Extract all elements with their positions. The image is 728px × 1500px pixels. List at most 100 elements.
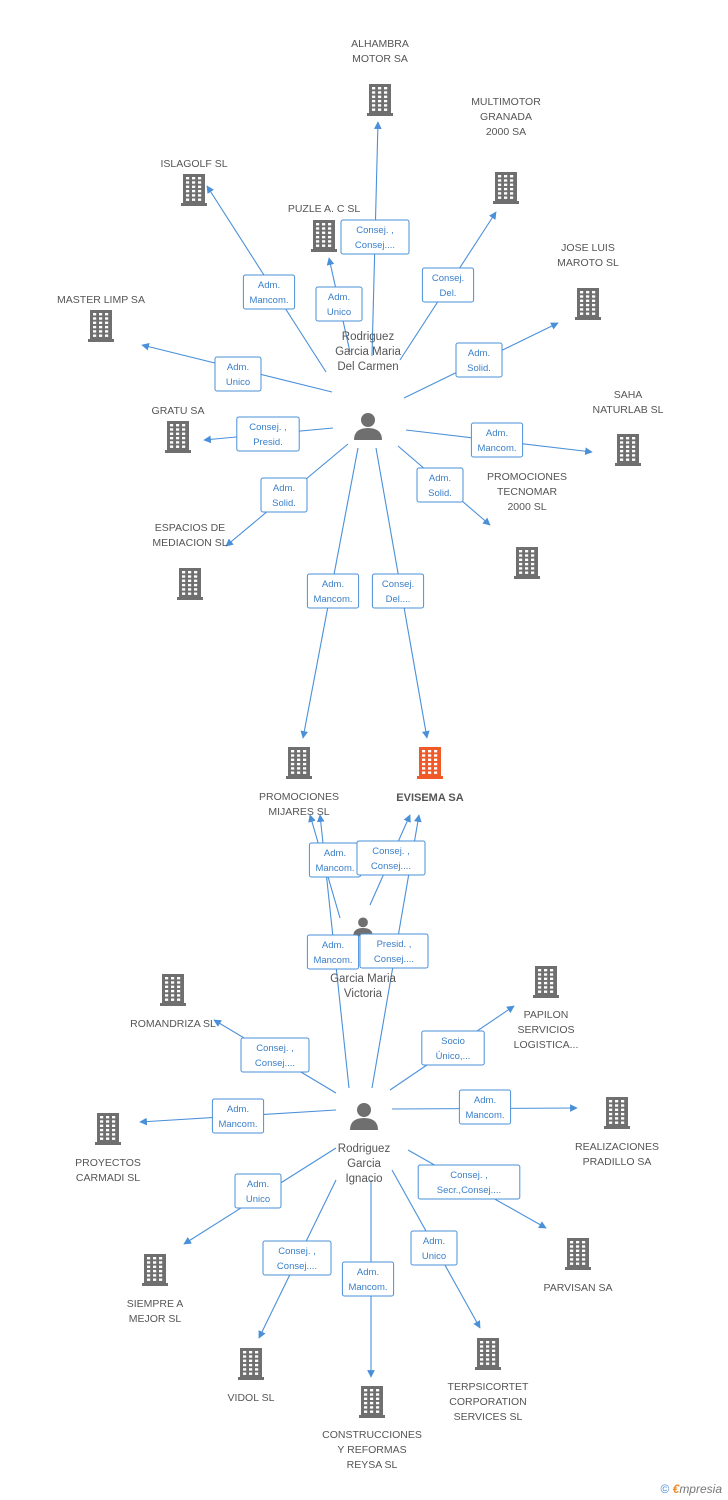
node-label-line: MOTOR SA xyxy=(352,53,408,65)
company-node-vidol[interactable]: VIDOL SL xyxy=(228,1348,275,1404)
relation-label-line: Consej.... xyxy=(374,954,414,965)
relation-label-line: Adm. xyxy=(429,473,451,484)
relation-label[interactable]: SocioÚnico,... xyxy=(421,1030,485,1066)
relation-label-line: Mancom. xyxy=(348,1282,387,1293)
building-icon xyxy=(417,747,443,779)
relation-label[interactable]: Adm.Mancom. xyxy=(306,573,360,609)
node-label-line: Y REFORMAS xyxy=(337,1444,406,1456)
relation-label[interactable]: Adm.Solid. xyxy=(260,477,308,513)
node-label-line: MAROTO SL xyxy=(557,257,619,269)
node-label-line: REYSA SL xyxy=(347,1459,398,1471)
relation-label[interactable]: Consej.Del.... xyxy=(371,573,425,609)
building-icon xyxy=(165,421,191,453)
relation-label-line: Adm. xyxy=(423,1236,445,1247)
building-icon xyxy=(311,220,337,252)
relation-label[interactable]: Presid. ,Consej.... xyxy=(359,933,429,969)
building-icon xyxy=(359,1386,385,1418)
node-label-line: CARMADI SL xyxy=(76,1172,140,1184)
relation-label-line: Consej. , xyxy=(249,422,287,433)
relation-label-line: Consej. , xyxy=(278,1246,316,1257)
relation-label-line: Adm. xyxy=(468,348,490,359)
person-icon xyxy=(350,1103,378,1130)
building-icon xyxy=(367,84,393,116)
node-label-line: CONSTRUCCIONES xyxy=(322,1429,422,1441)
node-label-line: PROMOCIONES xyxy=(259,791,339,803)
node-label-line: ROMANDRIZA SL xyxy=(130,1018,216,1030)
node-label-line: EVISEMA SA xyxy=(396,792,463,804)
relation-label[interactable]: Consej. ,Consej.... xyxy=(356,840,426,876)
relation-label[interactable]: Adm.Solid. xyxy=(455,342,503,378)
company-node-papilon[interactable]: PAPILONSERVICIOSLOGISTICA... xyxy=(514,966,579,1051)
relation-label[interactable]: Adm.Mancom. xyxy=(458,1089,512,1125)
relation-label-line: Socio xyxy=(441,1036,465,1047)
building-icon xyxy=(181,174,207,206)
relation-label-line: Unico xyxy=(422,1251,446,1262)
company-node-alhambra[interactable]: ALHAMBRA MOTOR SA xyxy=(351,38,409,116)
relation-label[interactable]: Consej. ,Consej.... xyxy=(240,1037,310,1073)
node-label-line: Del Carmen xyxy=(337,361,398,373)
relation-label-line: Adm. xyxy=(273,483,295,494)
company-node-parvisan[interactable]: PARVISAN SA xyxy=(543,1238,613,1294)
relation-label[interactable]: Adm.Unico xyxy=(234,1173,282,1209)
person-icon xyxy=(354,413,382,440)
relation-label[interactable]: Consej. ,Secr.,Consej.... xyxy=(417,1164,521,1200)
building-icon xyxy=(565,1238,591,1270)
relation-label-line: Consej. xyxy=(432,273,464,284)
relation-label[interactable]: Adm.Unico xyxy=(315,286,363,322)
relation-label[interactable]: Consej. ,Consej.... xyxy=(340,219,410,255)
relation-label-line: Mancom. xyxy=(249,295,288,306)
company-node-masterlimp[interactable]: MASTER LIMP SA xyxy=(57,294,145,342)
node-label-line: PUZLE A. C SL xyxy=(288,203,361,215)
relation-label[interactable]: Adm.Mancom. xyxy=(242,274,296,310)
node-label-line: ALHAMBRA xyxy=(351,38,409,50)
company-node-islagolf[interactable]: ISLAGOLF SL xyxy=(160,158,228,206)
relation-label[interactable]: Adm. Mancom. xyxy=(308,842,362,878)
brand-logo: €mpresia xyxy=(672,1482,722,1496)
relation-label[interactable]: Adm. Mancom. xyxy=(341,1261,395,1297)
relation-label-line: Mancom. xyxy=(465,1110,504,1121)
building-icon xyxy=(95,1113,121,1145)
relation-label[interactable]: Consej.Del. xyxy=(421,267,475,303)
company-node-romandriza[interactable]: ROMANDRIZA SL xyxy=(130,974,216,1030)
relation-label-line: Mancom. xyxy=(313,955,352,966)
company-node-puzle[interactable]: PUZLE A. C SL xyxy=(288,203,361,252)
relation-label-line: Adm. xyxy=(357,1267,379,1278)
relation-label-line: Adm. xyxy=(324,848,346,859)
company-node-reysa[interactable]: CONSTRUCCIONES Y REFORMAS REYSA SL xyxy=(322,1386,422,1471)
node-label-line: SIEMPRE A xyxy=(127,1298,184,1310)
building-icon xyxy=(533,966,559,998)
node-label-line: SERVICIOS xyxy=(518,1024,575,1036)
relation-label-line: Mancom. xyxy=(315,863,354,874)
company-node-evisema[interactable]: EVISEMA SA xyxy=(396,747,464,804)
company-node-gratu[interactable]: GRATU SA xyxy=(152,405,205,453)
relation-label-line: Adm. xyxy=(227,1104,249,1115)
node-label-line: CORPORATION xyxy=(449,1396,526,1408)
relation-label[interactable]: Adm.Solid. xyxy=(416,467,464,503)
relation-label[interactable]: Consej. ,Presid. xyxy=(236,416,300,452)
relation-label[interactable]: Adm. Mancom. xyxy=(470,422,524,458)
node-label-line: PARVISAN SA xyxy=(543,1282,612,1294)
node-label-line: Garcia Maria xyxy=(330,973,396,985)
relation-label[interactable]: Adm. Unico xyxy=(410,1230,458,1266)
relation-label-line: Adm. xyxy=(486,428,508,439)
relation-label[interactable]: Adm.Mancom. xyxy=(306,934,360,970)
relation-label[interactable]: Consej. ,Consej.... xyxy=(262,1240,332,1276)
building-icon xyxy=(575,288,601,320)
relation-label[interactable]: Adm.Unico xyxy=(214,356,262,392)
node-label-line: Rodriguez xyxy=(342,331,395,343)
relation-label-line: Mancom. xyxy=(477,443,516,454)
relation-label[interactable]: Adm.Mancom. xyxy=(211,1098,265,1134)
